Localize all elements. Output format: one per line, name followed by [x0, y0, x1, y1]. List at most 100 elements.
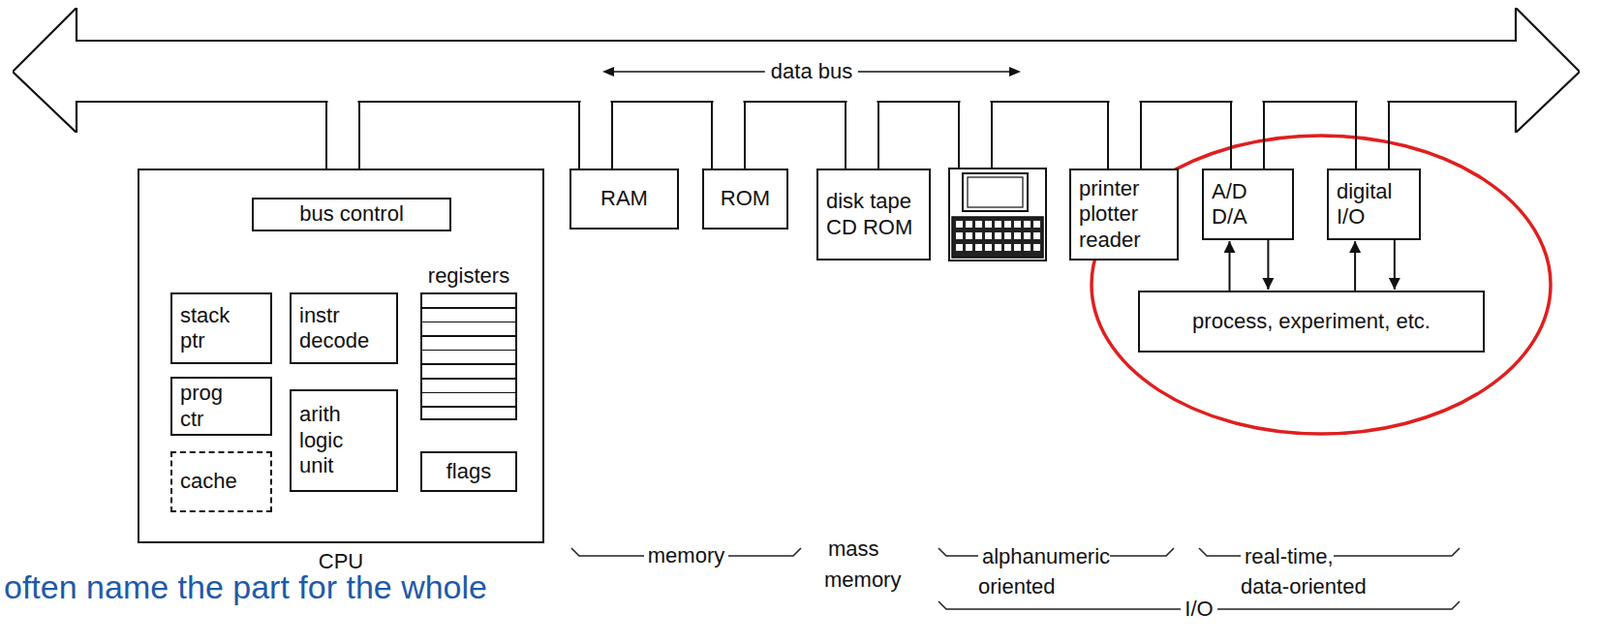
- tab-mask: [960, 99, 991, 104]
- bus-tab: [1107, 101, 1141, 170]
- cache-box: cache: [170, 451, 273, 513]
- stack-pointer-box: stack ptr: [170, 292, 273, 365]
- flags-box: flags: [420, 451, 518, 493]
- key: [965, 232, 973, 240]
- key: [1004, 244, 1012, 251]
- box-label: bus control: [299, 201, 404, 227]
- box-label: ROM: [720, 185, 770, 212]
- ram-box: RAM: [569, 168, 679, 230]
- label-box: I/O: [938, 596, 1460, 622]
- box-label: prog ctr: [180, 380, 248, 432]
- key: [1023, 232, 1031, 240]
- key: [1023, 220, 1031, 228]
- bus-tab: [845, 101, 879, 170]
- key: [1033, 244, 1041, 251]
- box-label: instr decode: [299, 303, 379, 355]
- box-label: printer plotter reader: [1078, 176, 1169, 253]
- bus-arrow: [12, 7, 1580, 133]
- process-box: process, experiment, etc.: [1138, 290, 1485, 353]
- key: [1033, 232, 1041, 240]
- register-heading: registers: [420, 263, 518, 293]
- key: [965, 244, 973, 251]
- box-label: digital I/O: [1336, 179, 1412, 231]
- key: [994, 232, 1002, 240]
- tab-mask: [847, 99, 878, 104]
- cpu-box: CPUbus controlstack ptrinstr decoderegis…: [137, 168, 545, 544]
- register-stack: [420, 292, 518, 421]
- label-box: memory: [571, 543, 801, 569]
- bus-tab: [1355, 101, 1389, 170]
- key: [1014, 244, 1021, 251]
- group-label: I/O: [1180, 596, 1217, 621]
- key: [1033, 220, 1041, 228]
- tab-mask: [1232, 99, 1263, 104]
- group-label: alphanumeric oriented: [978, 544, 1110, 599]
- key: [975, 232, 983, 240]
- key: [965, 220, 973, 228]
- program-counter-box: prog ctr: [170, 376, 273, 436]
- signal-arrow: [1353, 241, 1356, 291]
- data-bus: data bus: [12, 7, 1580, 133]
- register-file: registers: [420, 263, 518, 421]
- box-label: cache: [180, 468, 238, 494]
- key: [955, 244, 963, 251]
- instruction-decode-box: instr decode: [289, 292, 399, 365]
- tab-mask: [581, 99, 612, 104]
- box-label: disk tape CD ROM: [826, 188, 920, 241]
- keyboard-keys: [955, 220, 1041, 251]
- converter-box: A/D D/A: [1201, 168, 1294, 241]
- rom-box: ROM: [702, 168, 789, 230]
- group-label: mass memory: [824, 536, 905, 592]
- key: [994, 244, 1002, 251]
- box-label: arith logic unit: [299, 401, 368, 479]
- label-box: mass memory: [824, 533, 904, 596]
- monitor-screen: [967, 177, 1023, 208]
- signal-arrow: [1229, 241, 1231, 291]
- key: [975, 244, 983, 251]
- group-label: memory: [644, 543, 729, 568]
- key: [955, 232, 963, 240]
- label-box: alphanumeric oriented: [978, 541, 1134, 602]
- key: [984, 232, 992, 240]
- key: [975, 220, 983, 228]
- key: [1004, 220, 1012, 228]
- key: [1014, 232, 1021, 240]
- tab-mask: [713, 99, 744, 104]
- box-label: process, experiment, etc.: [1192, 308, 1431, 335]
- signal-arrow: [1393, 240, 1396, 290]
- alu-box: arith logic unit: [289, 389, 399, 493]
- label-box: real-time, data-oriented: [1240, 541, 1385, 602]
- key: [1014, 220, 1021, 228]
- monitor-case: [949, 168, 1047, 261]
- monitor-keyboard: [952, 216, 1044, 258]
- label-box: often name the part for the whole: [3, 567, 702, 607]
- tab-mask: [1357, 99, 1388, 104]
- bus-control-box: bus control: [251, 197, 452, 232]
- key: [1004, 232, 1012, 240]
- box-label: RAM: [600, 185, 648, 212]
- extent-arrowhead: [602, 66, 615, 77]
- extent-arrowhead: [1009, 66, 1021, 77]
- box-label: stack ptr: [180, 303, 258, 355]
- slide-caption: often name the part for the whole: [3, 568, 488, 606]
- key: [1023, 244, 1031, 251]
- bus-tab: [579, 101, 613, 170]
- monitor-tab: [958, 101, 992, 169]
- printer-box: printer plotter reader: [1069, 168, 1179, 261]
- tab-mask: [1109, 99, 1140, 104]
- box-label: flags: [446, 459, 492, 485]
- key: [955, 220, 963, 228]
- monitor-screen-frame: [962, 173, 1028, 212]
- digital-io-box: digital I/O: [1326, 168, 1421, 241]
- group-label: real-time, data-oriented: [1240, 544, 1371, 599]
- signal-arrow: [1266, 240, 1269, 290]
- key: [984, 244, 992, 251]
- bus-tab: [326, 101, 360, 170]
- key: [984, 220, 992, 228]
- box-label: A/D D/A: [1211, 179, 1266, 231]
- bus-tab: [1230, 101, 1264, 170]
- key: [994, 220, 1002, 228]
- bus-tab-masks: [328, 99, 1388, 104]
- monitor-illustration: [949, 168, 1047, 261]
